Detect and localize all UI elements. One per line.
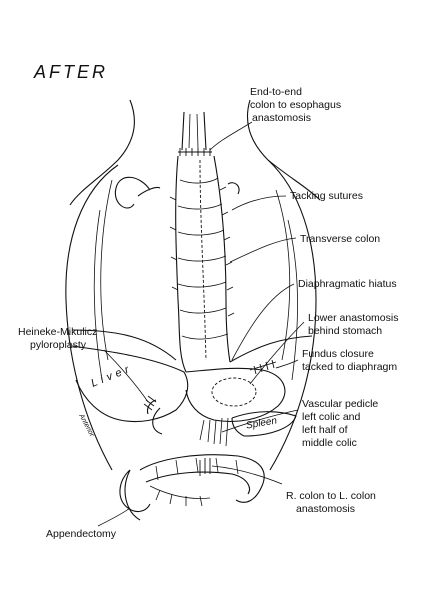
esophagus-right — [203, 111, 207, 151]
leader-heineke — [103, 349, 149, 403]
tacking-sutures-right — [219, 186, 235, 317]
lower-colon-haustra — [155, 457, 239, 481]
pylorus — [146, 399, 163, 435]
colon-right-wall — [213, 155, 231, 363]
colon-left-wall — [175, 155, 187, 373]
label-end-to-end: End-to-end — [250, 86, 302, 98]
cecum — [119, 469, 151, 513]
leader-vascular-pedicle — [221, 409, 299, 433]
esophagus-inner — [188, 113, 199, 149]
leader-transverse-colon — [229, 237, 297, 263]
title-after: AFTER — [34, 62, 109, 82]
label-r-colon-to-l-colon: R. colon to L. colon — [286, 490, 376, 502]
lower-anastomosis-ring — [211, 377, 257, 407]
label-diaphragmatic-hiatus: Diaphragmatic hiatus — [298, 278, 397, 290]
label-middle-colic: middle colic — [302, 437, 357, 449]
rib-line-4 — [287, 219, 298, 381]
label-tacked-to-diaphragm: tacked to diaphragm — [302, 361, 398, 373]
bottom-anastomosis-sutures — [199, 458, 211, 476]
label-anastomosis-top: anastomosis — [252, 112, 311, 124]
leader-tacking-sutures — [231, 195, 287, 211]
top-anastomosis-sutures — [178, 148, 212, 156]
lower-colon-outer — [124, 454, 265, 521]
liver-outline — [71, 345, 189, 423]
stomach-outline — [185, 367, 286, 423]
clavicle-right — [227, 182, 240, 195]
label-tacking-sutures: Tacking sutures — [290, 190, 363, 202]
leader-fundus-closure — [275, 359, 299, 369]
rib-line-2 — [93, 209, 103, 381]
leader-lower-anastomosis — [249, 321, 305, 385]
lower-colon-inner — [145, 471, 250, 495]
label-heineke-mikulicz: Heineke-Mikulicz — [18, 326, 98, 338]
label-left-half-of: left half of — [302, 424, 348, 436]
tacking-sutures-left — [169, 196, 179, 291]
vascular-pedicle — [199, 417, 229, 447]
leader-diaphragmatic-hiatus — [231, 283, 295, 361]
label-pyloroplasty: pyloroplasty — [30, 339, 87, 351]
label-lower-anastomosis: Lower anastomosis — [308, 312, 399, 324]
leader-appendectomy — [97, 507, 131, 527]
label-left-colic-and: left colic and — [302, 411, 361, 423]
ribcage-right — [267, 159, 317, 471]
label-behind-stomach: behind stomach — [308, 325, 383, 337]
leader-r-to-l-colon — [211, 465, 283, 485]
neck-outline-left — [69, 99, 135, 206]
mesentery — [149, 485, 211, 507]
leader-end-to-end — [209, 121, 253, 151]
esophagus-left — [181, 111, 185, 151]
rib-line-3 — [275, 189, 291, 361]
label-fundus-closure: Fundus closure — [302, 348, 374, 360]
label-appendectomy: Appendectomy — [46, 528, 117, 540]
label-vascular-pedicle: Vascular pedicle — [302, 398, 379, 410]
colon-haustra — [177, 177, 229, 340]
rib-line-1 — [100, 179, 113, 361]
clavicle-left — [114, 176, 161, 209]
diaphragm — [71, 329, 313, 363]
spleen-outline — [231, 411, 297, 437]
colon-taenia — [199, 159, 207, 361]
label-colon-to-esophagus: colon to esophagus — [250, 99, 342, 111]
fundus-sutures — [249, 359, 277, 375]
label-anastomosis-bottom: anastomosis — [296, 503, 355, 515]
label-transverse-colon: Transverse colon — [300, 233, 381, 245]
ribcage-left — [65, 164, 119, 471]
